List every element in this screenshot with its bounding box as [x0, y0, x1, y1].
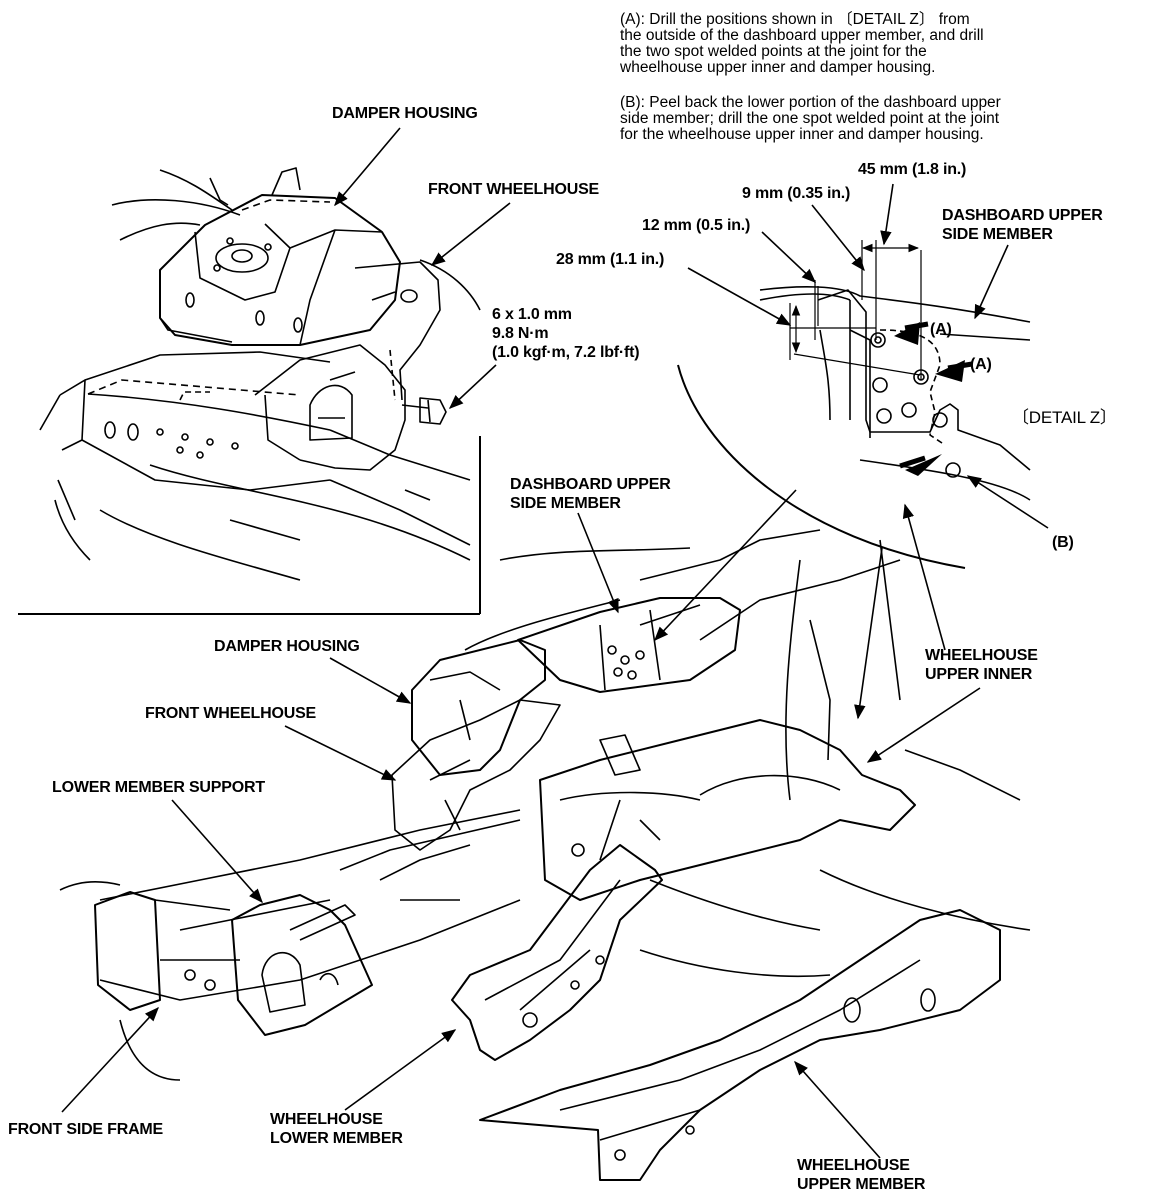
label-main-dashboard-line-2: SIDE MEMBER — [510, 495, 621, 512]
inset-leaders — [334, 127, 511, 409]
label-inset-front-wheelhouse: FRONT WHEELHOUSE — [428, 181, 600, 198]
label-wheelhouse-upper-member-line-2: UPPER MEMBER — [797, 1176, 926, 1193]
label-wheelhouse-lower-member: WHEELHOUSE LOWER MEMBER — [270, 1110, 403, 1148]
note-a-line-2: the outside of the dashboard upper membe… — [620, 27, 984, 44]
note-b-line-3: for the wheelhouse upper inner and dampe… — [620, 126, 984, 143]
note-b: (B): Peel back the lower portion of the … — [620, 95, 1001, 143]
label-detail-dashboard-member: DASHBOARD UPPER SIDE MEMBER — [942, 206, 1103, 244]
label-main-damper-housing: DAMPER HOUSING — [214, 638, 360, 655]
label-detail-dashboard-line-1: DASHBOARD UPPER — [942, 207, 1103, 224]
main-leaders — [61, 489, 981, 1159]
detail-z-title: 〔DETAIL Z〕 — [1012, 408, 1117, 427]
note-b-line-1: (B): Peel back the lower portion of the … — [620, 94, 1001, 111]
main-exploded-view — [59, 529, 1031, 1181]
note-a-line-1: (A): Drill the positions shown in 〔DETAI… — [620, 11, 970, 28]
label-wheelhouse-upper-inner-line-1: WHEELHOUSE — [925, 647, 1038, 664]
inset-damper-assembly — [18, 167, 481, 615]
label-detail-dashboard-line-2: SIDE MEMBER — [942, 226, 1053, 243]
label-wheelhouse-upper-member-line-1: WHEELHOUSE — [797, 1157, 910, 1174]
dim-45mm: 45 mm (1.8 in.) — [858, 161, 967, 178]
dim-12mm: 12 mm (0.5 in.) — [642, 217, 751, 234]
label-main-dashboard-line-1: DASHBOARD UPPER — [510, 476, 671, 493]
dim-9mm: 9 mm (0.35 in.) — [742, 185, 851, 202]
dim-28mm: 28 mm (1.1 in.) — [556, 251, 665, 268]
bolt-size: 6 x 1.0 mm — [492, 306, 572, 323]
marker-a-1: (A) — [930, 321, 952, 338]
note-a-line-4: wheelhouse upper inner and damper housin… — [620, 59, 936, 76]
marker-b: (B) — [1052, 534, 1074, 551]
marker-a-2: (A) — [970, 356, 992, 373]
detail-leaders — [687, 183, 1049, 529]
label-wheelhouse-upper-member: WHEELHOUSE UPPER MEMBER — [797, 1156, 925, 1194]
label-main-front-wheelhouse: FRONT WHEELHOUSE — [145, 705, 317, 722]
note-a: (A): Drill the positions shown in 〔DETAI… — [620, 12, 984, 76]
label-wheelhouse-upper-inner: WHEELHOUSE UPPER INNER — [925, 646, 1038, 684]
detail-z — [677, 240, 1031, 569]
bolt-torque-spec: 6 x 1.0 mm 9.8 N·m (1.0 kgf·m, 7.2 lbf·f… — [492, 305, 640, 362]
label-front-side-frame: FRONT SIDE FRAME — [8, 1121, 164, 1138]
label-inset-damper-housing: DAMPER HOUSING — [332, 105, 478, 122]
bolt-torque-nm: 9.8 N·m — [492, 325, 549, 342]
note-a-line-3: the two spot welded points at the joint … — [620, 43, 927, 60]
label-wheelhouse-lower-line-2: LOWER MEMBER — [270, 1130, 403, 1147]
bolt-torque-imperial: (1.0 kgf·m, 7.2 lbf·ft) — [492, 344, 640, 361]
note-b-line-2: side member; drill the one spot welded p… — [620, 110, 1000, 127]
label-lower-member-support: LOWER MEMBER SUPPORT — [52, 779, 265, 796]
label-main-dashboard-member: DASHBOARD UPPER SIDE MEMBER — [510, 475, 671, 513]
label-wheelhouse-lower-line-1: WHEELHOUSE — [270, 1111, 383, 1128]
label-wheelhouse-upper-inner-line-2: UPPER INNER — [925, 666, 1033, 683]
